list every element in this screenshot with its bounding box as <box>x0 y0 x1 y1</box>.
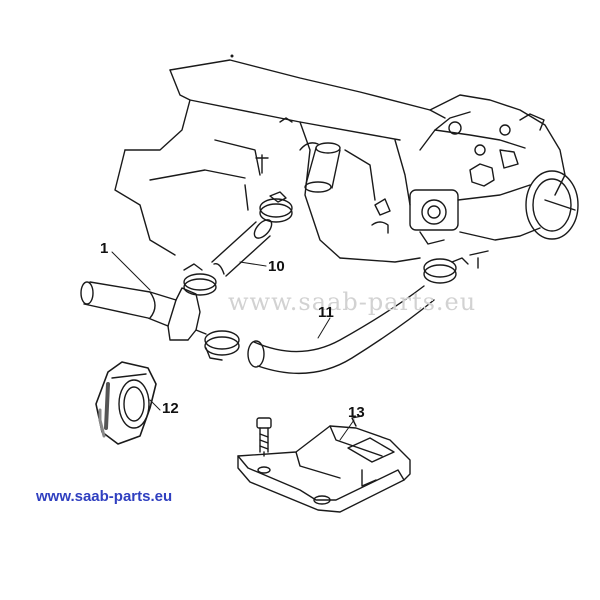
bracket-bolt <box>256 417 272 457</box>
mounting-bracket <box>237 415 411 513</box>
rubber-sleeve <box>95 361 157 445</box>
callout-part-13: 13 <box>348 404 365 421</box>
watermark-text: www.saab-parts.eu <box>228 288 477 316</box>
throttle-body <box>409 94 579 269</box>
leader-lines <box>111 251 355 441</box>
manifold-pipe-stub <box>304 142 341 193</box>
valve-body <box>80 281 207 341</box>
website-label: www.saab-parts.eu <box>36 488 173 505</box>
intake-manifold <box>114 59 446 263</box>
throttle-side-clamp <box>423 257 469 284</box>
hose-10 <box>211 219 273 277</box>
top-mark <box>230 54 234 58</box>
callout-part-10: 10 <box>268 258 285 275</box>
callout-part-1: 1 <box>100 240 109 257</box>
clamp-upper-1 <box>183 263 217 296</box>
callout-part-11: 11 <box>318 304 334 321</box>
hose-11 <box>247 285 435 374</box>
upper-hose-clamp <box>259 191 293 223</box>
clamp-lower-1 <box>204 330 240 361</box>
callout-part-12: 12 <box>162 400 179 417</box>
